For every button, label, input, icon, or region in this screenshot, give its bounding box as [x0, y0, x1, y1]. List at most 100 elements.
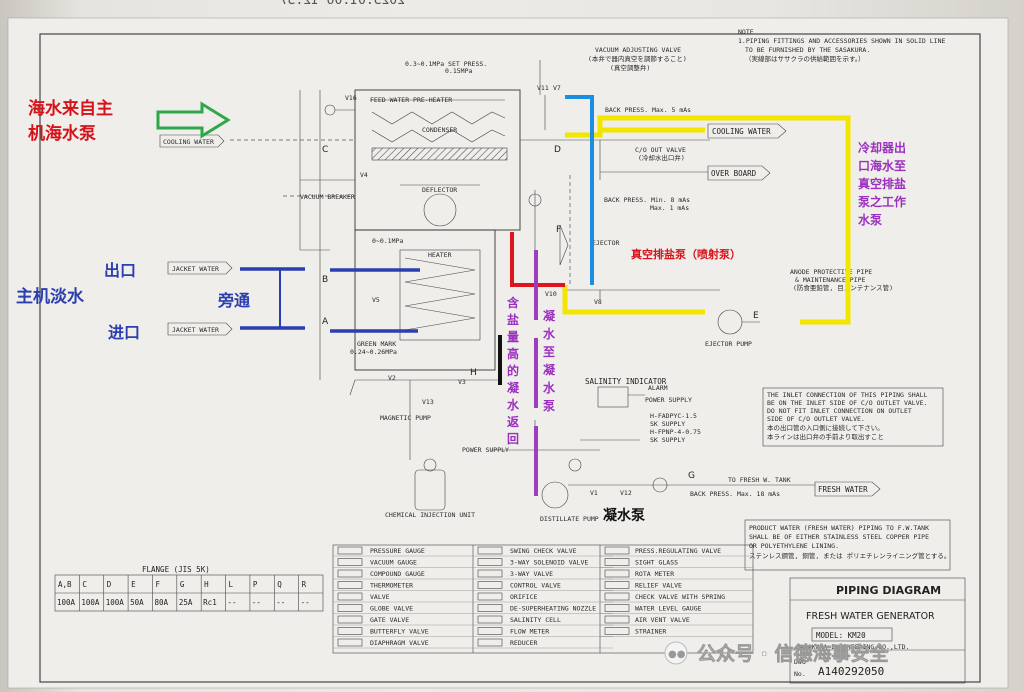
legend-item: AIR VENT VALVE	[635, 616, 690, 624]
svg-text:JACKET WATER: JACKET WATER	[172, 326, 219, 334]
jacket-water-top: JACKET WATER	[167, 261, 233, 275]
letter-c: C	[322, 145, 328, 155]
yellow-seawater-lines	[562, 115, 851, 325]
valve-v7: V7	[553, 84, 561, 92]
svg-text:SHALL BE OF EITHER STAINLESS S: SHALL BE OF EITHER STAINLESS STEEL COPPE…	[749, 533, 929, 541]
flange-value-cell: --	[301, 598, 310, 607]
svg-text:H-FPNP-4-0.75: H-FPNP-4-0.75	[650, 428, 701, 436]
svg-text:水泵: 水泵	[858, 212, 882, 227]
legend-item: SIGHT GLASS	[635, 559, 678, 567]
note-line-2: TO BE FURNISHED BY THE SASAKURA.	[745, 46, 870, 54]
set-press-1: 0.3~0.1MPa SET PRESS.	[405, 60, 487, 68]
valve-v1: V1	[590, 489, 598, 497]
power-supply-pump: POWER SUPPLY	[462, 446, 509, 454]
legend-item: CHECK VALVE WITH SPRING	[635, 593, 725, 601]
svg-text:回: 回	[507, 432, 519, 446]
svg-text:THE INLET CONNECTION OF THIS P: THE INLET CONNECTION OF THIS PIPING SHAL…	[767, 391, 928, 399]
svg-text:口海水至: 口海水至	[858, 158, 906, 173]
title-block-company: SASAKURA ENGINEERING CO.,LTD.	[796, 643, 910, 651]
legend-symbol	[604, 546, 630, 555]
legend-item: FLOW METER	[510, 628, 549, 636]
back-press-mid-1: BACK PRESS. Min. 8 mAs	[604, 196, 690, 204]
flange-value-cell: 25A	[179, 598, 193, 607]
legend-symbol	[337, 569, 363, 578]
valve-v8: V8	[594, 298, 602, 306]
flange-header-cell: D	[107, 580, 112, 589]
watermark: ●● 公众号 · 信德海事安全	[664, 641, 890, 665]
svg-text:至: 至	[543, 345, 555, 359]
letter-e: E	[753, 311, 759, 321]
legend-symbol	[604, 569, 630, 578]
svg-text:SK SUPPLY: SK SUPPLY	[650, 420, 685, 428]
legend-item: BUTTERFLY VALVE	[370, 628, 429, 636]
svg-text:凝: 凝	[543, 308, 556, 323]
svg-text:盐: 盐	[507, 312, 519, 327]
legend-item: GLOBE VALVE	[370, 605, 413, 613]
legend-symbol	[337, 604, 363, 612]
legend-symbol	[604, 592, 630, 601]
flange-value-cell: 100A	[57, 598, 76, 607]
legend-item: VACUUM GAUGE	[370, 559, 417, 567]
jacket-water-bottom: JACKET WATER	[167, 322, 233, 336]
green-inlet-arrow	[156, 101, 231, 139]
svg-text:的: 的	[507, 363, 519, 378]
bypass-cn: 旁通	[217, 291, 250, 310]
svg-text:返: 返	[507, 414, 519, 429]
legend-symbol	[337, 546, 363, 555]
flange-header-cell: L	[229, 580, 234, 589]
back-press-fw: BACK PRESS. Max. 18 mAs	[690, 490, 780, 498]
flange-value-cell: --	[228, 598, 237, 607]
legend-symbol	[604, 581, 630, 589]
legend-item: DIAPHRAGM VALVE	[370, 639, 429, 647]
svg-text:SALINITY INDICATOR: SALINITY INDICATOR	[585, 377, 667, 386]
legend-symbol	[477, 638, 503, 647]
valve-v16: V16	[345, 94, 357, 102]
legend-item: 3-WAY VALVE	[510, 570, 553, 578]
svg-text:ステンレス鋼管, 銅管, または ポリエチレンライニング管と: ステンレス鋼管, 銅管, または ポリエチレンライニング管とする。	[749, 551, 950, 560]
flange-value-cell: 100A	[106, 598, 125, 607]
svg-text:ALARM: ALARM	[648, 384, 668, 392]
seawater-annotation: 海水来自主 机海水泵	[28, 98, 113, 144]
jacket-annotations: 出口 主机淡水 进口 旁通	[16, 261, 250, 342]
legend-item: VALVE	[370, 593, 390, 601]
legend-symbol	[477, 592, 503, 601]
back-press-mid-2: Max. 1 mAs	[650, 204, 689, 212]
legend-symbol	[477, 569, 503, 578]
flange-header-cell: A,B	[58, 580, 72, 589]
flange-header-cell: C	[82, 580, 87, 589]
paper-sheet	[7, 17, 1009, 689]
jw-outlet-cn: 出口	[104, 261, 136, 280]
valve-v13: V13	[422, 398, 434, 406]
valve-v11: V11	[537, 84, 549, 92]
flange-header-cell: Q	[277, 580, 282, 589]
flange-value-cell: --	[252, 598, 261, 607]
anode-3: (防食亜鉛管, 目メンテナンス管)	[793, 283, 893, 292]
svg-text:高: 高	[507, 346, 519, 361]
svg-text:H-FADPYC-1.5: H-FADPYC-1.5	[650, 412, 697, 420]
letter-a: A	[322, 317, 329, 327]
anode-1: ANODE PROTECTIVE PIPE	[790, 268, 872, 276]
back-press-top: BACK PRESS. Max. 5 mAs	[605, 106, 691, 114]
legend-item: CONTROL VALVE	[510, 582, 561, 590]
valve-v2: V2	[388, 374, 396, 382]
title-block-number: A140292050	[818, 665, 884, 678]
legend-item: RELIEF VALVE	[635, 582, 682, 590]
legend-symbol	[337, 627, 363, 635]
legend-symbol	[604, 604, 630, 612]
legend-item: COMPOUND GAUGE	[370, 570, 425, 578]
svg-text:凝: 凝	[543, 362, 556, 377]
legend-symbol	[477, 558, 503, 566]
green-mark-label: GREEN MARK	[357, 340, 396, 348]
vav-note-2: (真空調整弁)	[610, 63, 650, 72]
timestamp: 2025.01.06 12:37	[280, 0, 405, 8]
main-fw-cn: 主机淡水	[16, 286, 85, 307]
legend-item: DE-SUPERHEATING NOZZLE	[510, 605, 596, 613]
flange-value-cell: Rc1	[203, 598, 217, 607]
svg-text:本の出口管の入口側に接続して下さい。: 本の出口管の入口側に接続して下さい。	[767, 423, 884, 432]
svg-text:JACKET WATER: JACKET WATER	[172, 265, 219, 273]
note-line-1: 1.PIPING FITTINGS AND ACCESSORIES SHOWN …	[738, 37, 945, 45]
svg-text:COOLING WATER: COOLING WATER	[712, 127, 771, 136]
svg-text:FRESH WATER: FRESH WATER	[818, 485, 868, 494]
svg-text:凝: 凝	[507, 380, 520, 395]
title-block-model: MODEL: KM20	[816, 631, 866, 640]
